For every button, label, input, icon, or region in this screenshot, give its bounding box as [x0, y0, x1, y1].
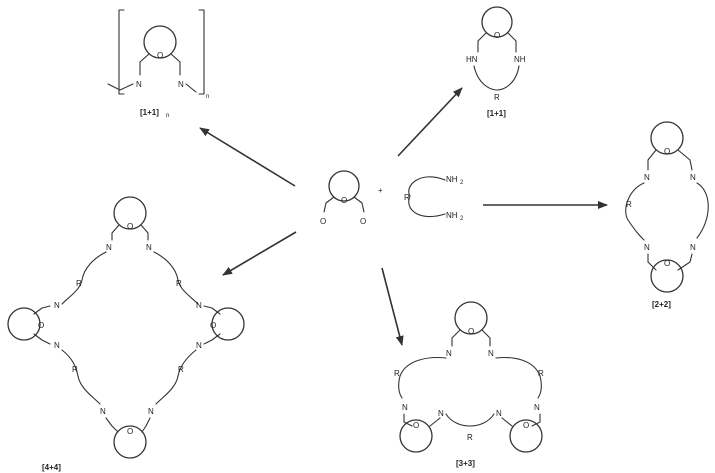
atom-o: O [320, 217, 326, 226]
svg-text:N: N [402, 403, 408, 412]
arrow-to-1plus1 [397, 87, 463, 157]
svg-text:N: N [106, 243, 112, 252]
subscript-2: 2 [460, 216, 464, 222]
svg-text:O: O [523, 421, 529, 430]
svg-text:O: O [127, 427, 133, 436]
macrocycle-4plus4: O N N R R N O N N O N R R N N [7, 196, 245, 472]
diamine-reactant: R NH 2 NH 2 [404, 175, 464, 222]
plus-sign: + [378, 186, 383, 195]
svg-text:R: R [494, 93, 500, 102]
svg-text:N: N [488, 349, 494, 358]
arrow-to-3plus3 [381, 267, 404, 346]
atom-nh2: NH [446, 211, 458, 220]
label-1plus1: [1+1] [487, 109, 506, 118]
svg-text:N: N [644, 173, 650, 182]
svg-text:N: N [54, 341, 60, 350]
atom-nh2: NH [446, 175, 458, 184]
svg-text:N: N [690, 243, 696, 252]
svg-text:O: O [664, 147, 670, 156]
svg-text:N: N [196, 301, 202, 310]
svg-text:N: N [178, 80, 184, 89]
svg-text:R: R [72, 365, 78, 374]
svg-text:N: N [446, 349, 452, 358]
macrocycle-2plus2: O N N R N N O [2+2] [625, 121, 709, 309]
svg-text:O: O [210, 321, 216, 330]
svg-text:O: O [413, 421, 419, 430]
label-polymer: [1+1] [140, 108, 159, 117]
atom-r: R [404, 193, 410, 202]
subscript-2: 2 [460, 180, 464, 186]
svg-text:O: O [157, 51, 163, 60]
svg-text:O: O [38, 321, 44, 330]
svg-text:N: N [644, 243, 650, 252]
svg-text:N: N [100, 407, 106, 416]
macrocycle-3plus3: O N N R R N N O O N N R [3+3] [394, 301, 544, 468]
svg-text:R: R [394, 369, 400, 378]
arrow-to-polymer [199, 127, 296, 187]
label-3plus3: [3+3] [456, 459, 475, 468]
atom-o: O [360, 217, 366, 226]
dialdehyde-reactant: O O O [320, 170, 366, 226]
svg-text:N: N [690, 173, 696, 182]
polymer-product: O N N n [1+1] n [107, 9, 209, 119]
svg-text:O: O [494, 31, 500, 40]
svg-text:N: N [136, 80, 142, 89]
svg-text:HN: HN [466, 55, 478, 64]
svg-text:N: N [196, 341, 202, 350]
svg-text:O: O [127, 222, 133, 231]
svg-text:O: O [468, 327, 474, 336]
label-polymer-subscript: n [166, 113, 169, 119]
macrocycle-1plus1: O HN NH R [1+1] [466, 6, 526, 118]
atom-o: O [341, 196, 347, 205]
svg-text:N: N [54, 301, 60, 310]
label-2plus2: [2+2] [652, 300, 671, 309]
svg-text:N: N [534, 403, 540, 412]
svg-text:R: R [178, 365, 184, 374]
label-4plus4: [4+4] [42, 463, 61, 472]
svg-text:R: R [626, 200, 632, 209]
svg-text:N: N [438, 409, 444, 418]
svg-text:n: n [206, 94, 209, 100]
arrow-to-4plus4 [222, 231, 297, 276]
svg-text:O: O [664, 259, 670, 268]
svg-text:R: R [538, 369, 544, 378]
svg-text:N: N [496, 409, 502, 418]
svg-text:R: R [467, 433, 473, 442]
svg-text:NH: NH [514, 55, 526, 64]
svg-text:R: R [76, 279, 82, 288]
svg-text:N: N [146, 243, 152, 252]
svg-text:N: N [148, 407, 154, 416]
svg-text:R: R [176, 279, 182, 288]
